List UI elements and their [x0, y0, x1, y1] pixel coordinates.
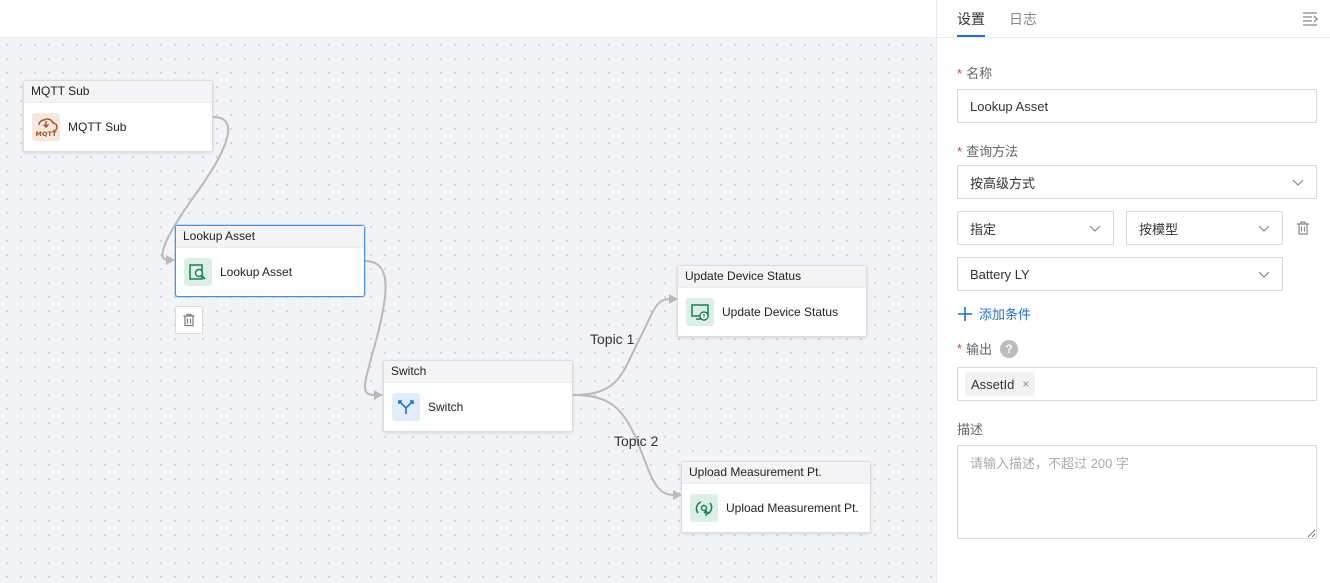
required-mark: * [957, 341, 963, 356]
mqtt-icon: MQTT [32, 113, 60, 141]
edge-arrow [374, 390, 383, 400]
chevron-down-icon [1258, 271, 1270, 278]
output-tag: AssetId × [965, 372, 1036, 396]
node-upload-measurement[interactable]: Upload Measurement Pt. Upload Measuremen… [681, 461, 871, 533]
node-label: Upload Measurement Pt. [726, 501, 859, 515]
collapse-panel-icon[interactable] [1302, 10, 1318, 26]
condition-type-value: 指定 [970, 221, 997, 237]
add-condition-button[interactable]: 添加条件 [957, 304, 1031, 323]
condition-value-select[interactable]: Battery LY [957, 257, 1283, 291]
node-label: Update Device Status [722, 305, 839, 319]
lookup-asset-icon [184, 258, 212, 286]
required-mark: * [957, 66, 963, 81]
name-label: *名称 [957, 66, 993, 81]
condition-type-select[interactable]: 指定 [957, 211, 1114, 245]
node-label: Lookup Asset [220, 265, 293, 279]
flow-canvas[interactable]: Topic 1 Topic 2 MQTT Sub MQTT MQTT Sub L… [0, 38, 936, 583]
node-mqtt-sub[interactable]: MQTT Sub MQTT MQTT Sub [23, 80, 213, 152]
remove-tag-icon[interactable]: × [1022, 377, 1030, 391]
node-header: MQTT Sub [24, 81, 212, 103]
output-tags-input[interactable]: AssetId × [957, 367, 1317, 401]
edge-label-topic-2[interactable]: Topic 2 [614, 433, 659, 449]
chevron-down-icon [1292, 179, 1304, 186]
tab-logs[interactable]: 日志 [1009, 11, 1037, 27]
node-header: Switch [384, 361, 572, 383]
description-label: 描述 [957, 422, 984, 437]
query-method-value: 按高级方式 [970, 175, 1036, 191]
chevron-down-icon [1258, 225, 1270, 232]
node-header: Lookup Asset [176, 226, 364, 248]
output-label: *输出 ? [957, 339, 1019, 358]
node-lookup-asset[interactable]: Lookup Asset Lookup Asset [175, 225, 365, 297]
node-header: Update Device Status [678, 266, 866, 288]
edge-arrow [166, 255, 175, 265]
node-header: Upload Measurement Pt. [682, 462, 870, 484]
help-icon[interactable]: ? [1000, 339, 1019, 358]
chevron-down-icon [1089, 225, 1101, 232]
add-condition-label: 添加条件 [979, 307, 1032, 322]
description-textarea[interactable] [957, 445, 1317, 539]
delete-condition-button[interactable] [1295, 220, 1311, 236]
switch-icon [392, 393, 420, 421]
node-switch[interactable]: Switch Switch [383, 360, 573, 432]
tab-settings[interactable]: 设置 [957, 11, 985, 37]
panel-tabs: 设置 日志 [937, 0, 1330, 38]
canvas-toolbar [0, 0, 936, 38]
delete-node-button[interactable] [175, 306, 203, 334]
node-label: MQTT Sub [68, 120, 127, 134]
node-label: Switch [428, 400, 464, 414]
required-mark: * [957, 144, 963, 159]
query-method-label: *查询方法 [957, 144, 1019, 159]
condition-value: Battery LY [970, 266, 1030, 282]
query-method-select[interactable]: 按高级方式 [957, 165, 1317, 199]
plus-icon [958, 306, 972, 321]
name-input[interactable] [957, 89, 1317, 123]
node-update-device-status[interactable]: Update Device Status Update Device Statu… [677, 265, 867, 337]
update-device-icon [686, 298, 714, 326]
edge-switch-update [572, 298, 671, 396]
edge-label-topic-1[interactable]: Topic 1 [590, 331, 635, 347]
trash-icon [183, 313, 195, 327]
settings-panel: 设置 日志 *名称 *查询方法 按高级方式 指定 按模型 Battery LY [936, 0, 1330, 583]
trash-icon [1297, 221, 1309, 235]
condition-field-select[interactable]: 按模型 [1126, 211, 1283, 245]
condition-field-value: 按模型 [1139, 221, 1179, 237]
upload-measurement-icon [690, 494, 718, 522]
mqtt-icon-text: MQTT [35, 130, 57, 138]
